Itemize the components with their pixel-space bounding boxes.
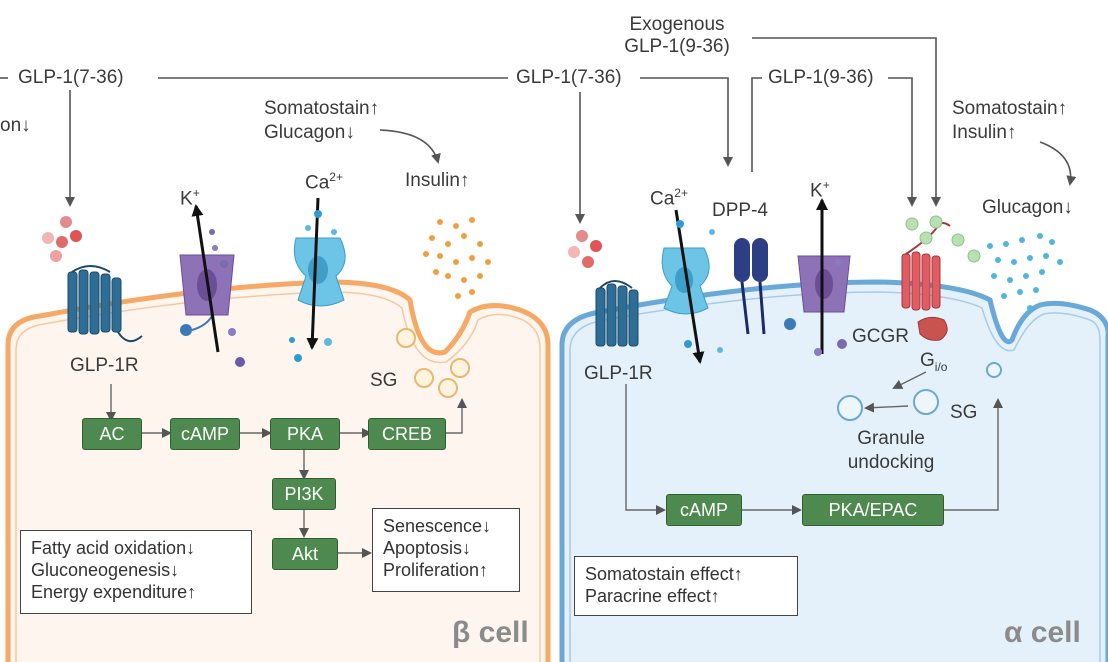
gcgr-label: GCGR	[852, 326, 909, 347]
beta-cell-title: β cell	[452, 616, 529, 649]
beta-metabolic-box: Fatty acid oxidation↓ Gluconeogenesis↓ E…	[20, 530, 252, 614]
beta-somatostatin-label: Somatostain↑	[264, 98, 380, 119]
alpha-ca-channel	[661, 209, 723, 364]
creb-box: CREB	[368, 418, 446, 450]
alpha-glp1r-receptor	[595, 280, 639, 347]
exogenous-glp1-label: GLP-1(9-36)	[624, 36, 730, 57]
alpha-glp1-dots	[568, 230, 602, 268]
pi3k-box: PI3K	[272, 478, 336, 510]
left-truncated-label: on↓	[0, 115, 31, 136]
alpha-glp1r-label: GLP-1R	[584, 363, 653, 384]
fate-item: Apoptosis↓	[383, 538, 472, 558]
alpha-insulin-label: Insulin↑	[952, 122, 1017, 143]
beta-ca-label: Ca2+	[305, 170, 343, 194]
beta-glp1-dots	[42, 216, 82, 262]
pka-epac-box: PKA/EPAC	[802, 494, 944, 526]
alpha-camp-box: cAMP	[666, 494, 742, 526]
effect-item: Paracrine effect↑	[585, 586, 720, 606]
metabolic-item: Energy expenditure↑	[31, 582, 197, 602]
dpp4-label: DPP-4	[712, 200, 768, 221]
alpha-cell-title: α cell	[1004, 616, 1081, 649]
beta-ca-channel	[289, 197, 346, 362]
alpha-k-label: K+	[810, 178, 830, 202]
beta-sg-label: SG	[370, 370, 398, 391]
alpha-curved-arrow	[1039, 141, 1077, 186]
metabolic-item: Fatty acid oxidation↓	[31, 538, 196, 558]
beta-glp1r-label: GLP-1R	[70, 355, 139, 376]
metabolic-item: Gluconeogenesis↓	[31, 560, 180, 580]
akt-box: Akt	[272, 538, 338, 570]
ac-box: AC	[82, 418, 142, 450]
alpha-glucagon-dots	[987, 233, 1063, 311]
beta-insulin-label: Insulin↑	[405, 170, 470, 191]
pka-box: PKA	[270, 418, 340, 450]
glp1-736-left-label: GLP-1(7-36)	[18, 67, 124, 88]
glp1-936-label: GLP-1(9-36)	[768, 67, 874, 88]
alpha-effects-box: Somatostain effect↑ Paracrine effect↑	[574, 556, 798, 616]
granule-label: Granule	[857, 428, 925, 449]
beta-glucagon-label: Glucagon↓	[264, 122, 355, 143]
beta-curved-arrow	[379, 129, 441, 164]
fate-item: Senescence↓	[383, 516, 492, 536]
beta-k-label: K+	[180, 186, 200, 210]
beta-secretory-granules	[396, 328, 470, 398]
exogenous-label: Exogenous	[629, 14, 725, 35]
alpha-sg-label: SG	[950, 402, 978, 423]
alpha-somatostatin-label: Somatostain↑	[952, 98, 1068, 119]
top-signal-lines	[0, 37, 941, 224]
glp1-736-right-label: GLP-1(7-36)	[516, 67, 622, 88]
alpha-glp1-936-dots	[905, 215, 981, 263]
undocking-label: undocking	[847, 452, 935, 473]
dpp4-enzyme	[734, 238, 768, 335]
beta-k-channel	[179, 204, 245, 367]
alpha-secretory-granules	[837, 362, 1002, 421]
alpha-k-channel	[784, 198, 851, 356]
alpha-glucagon-label: Glucagon↓	[982, 197, 1073, 218]
beta-camp-box: cAMP	[170, 418, 240, 450]
beta-glp1r-receptor	[67, 265, 143, 343]
alpha-ca-label: Ca2+	[650, 186, 688, 210]
fate-item: Proliferation↑	[383, 560, 489, 580]
effect-item: Somatostain effect↑	[585, 564, 743, 584]
beta-fate-box: Senescence↓ Apoptosis↓ Proliferation↑	[372, 508, 520, 592]
gio-label: Gi/o	[920, 350, 948, 374]
beta-insulin-dots	[423, 217, 491, 299]
